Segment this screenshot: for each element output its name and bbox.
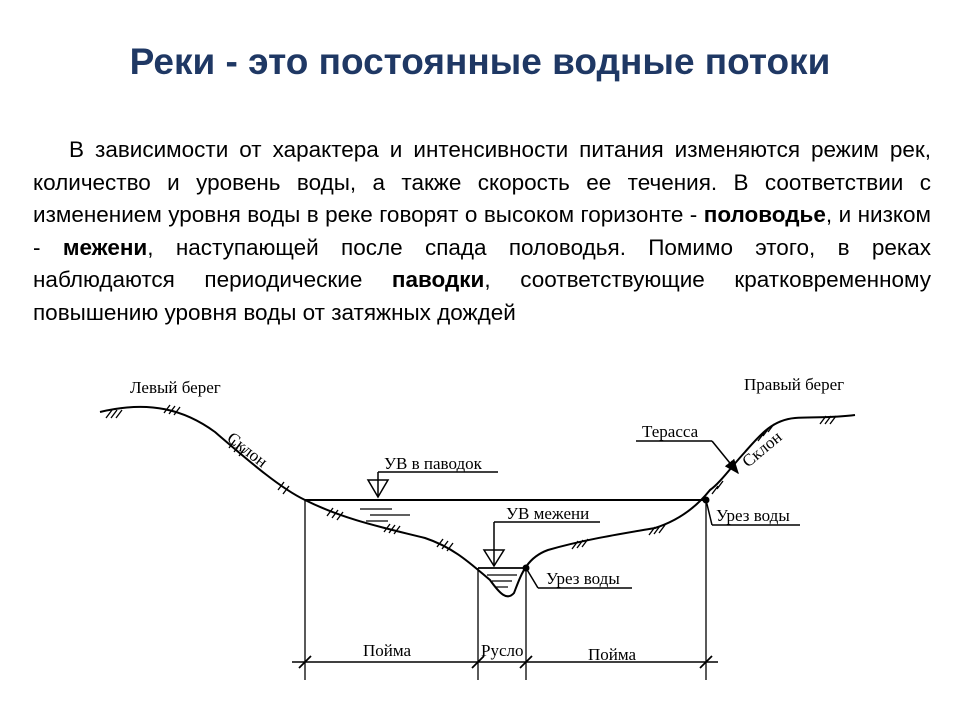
term-polovodye: половодье <box>703 202 826 227</box>
valley-profile-line <box>99 405 856 598</box>
term-mezhen: межени <box>62 234 148 260</box>
terrace-label: Терасса <box>642 422 699 441</box>
flood-level-label: УВ в паводок <box>384 454 483 473</box>
dimension-ticks <box>298 655 713 669</box>
paragraph-text-1: В зависимости от характера и интенсивнос… <box>33 137 931 227</box>
right-floodplain-label: Пойма <box>588 645 637 664</box>
paragraph-text-4: , соответствующие кратковременному повыш… <box>33 267 931 325</box>
channel-waterline-leader <box>525 567 632 589</box>
low-water-ripples <box>487 574 517 588</box>
flood-level-marker-icon <box>366 471 498 499</box>
description-paragraph: В зависимости от характера и интенсивнос… <box>33 134 931 329</box>
page-title: Реки - это постоянные водные потоки <box>129 41 831 82</box>
channel-label: Русло <box>481 641 523 660</box>
ground-hatching <box>105 404 837 552</box>
right-bank-label: Правый берег <box>744 375 844 394</box>
left-floodplain-label: Пойма <box>363 641 412 660</box>
term-pavodki: паводки <box>391 267 485 292</box>
left-slope-label: Склон <box>224 428 272 471</box>
right-waterline-leader <box>705 499 800 526</box>
left-bank-label: Левый берег <box>130 378 221 397</box>
low-level-marker-icon <box>482 521 600 568</box>
paragraph-text-3: , наступающей после спада половодья. Пом… <box>33 234 931 293</box>
right-waterline-label: Урез воды <box>716 506 790 525</box>
paragraph-text-2: , и низком - <box>33 202 931 260</box>
terrace-leader <box>636 440 739 475</box>
low-level-label: УВ межени <box>506 504 589 523</box>
flood-water-ripples <box>360 508 410 522</box>
channel-waterline-label: Урез воды <box>546 569 620 588</box>
